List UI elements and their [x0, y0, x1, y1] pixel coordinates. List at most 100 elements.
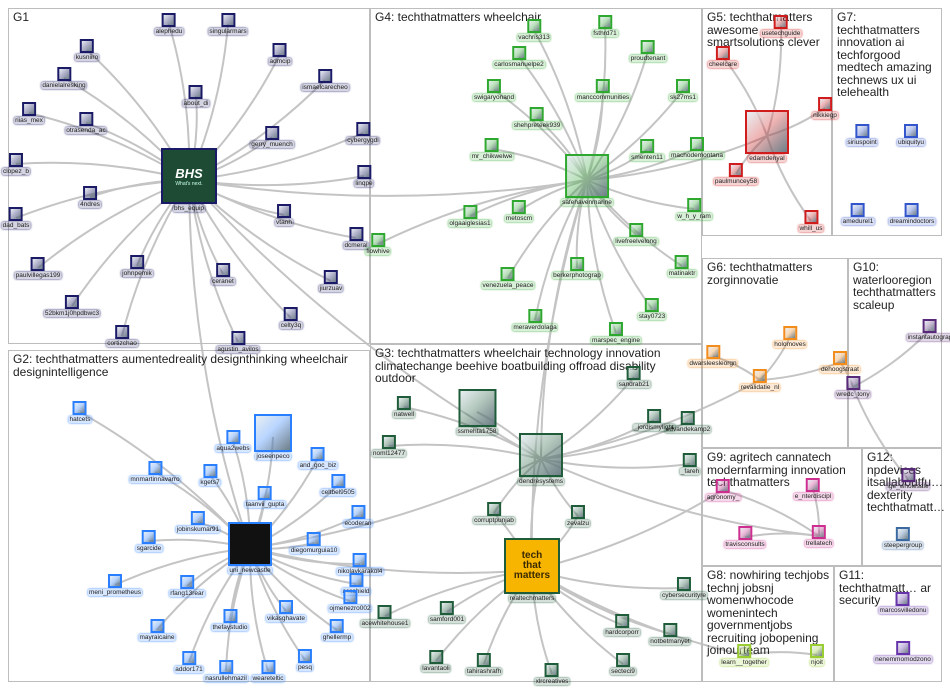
- node-riias_mex[interactable]: riias_mex: [14, 102, 44, 124]
- node-edamdenyal[interactable]: edamdenyal: [745, 110, 789, 162]
- node-w_h_y_ram[interactable]: w_h_y_ram: [676, 198, 712, 220]
- node-meraverdolaga[interactable]: meraverdolaga: [512, 309, 558, 331]
- node-acewhitehouse1[interactable]: acewhitehouse1: [360, 605, 410, 627]
- node-pesq[interactable]: pesq: [296, 649, 314, 671]
- node-paulvillegas199[interactable]: paulvillegas199: [14, 257, 62, 279]
- node-marcosvilledonu[interactable]: marcosvilledonu: [878, 592, 928, 614]
- node-thefaystudio[interactable]: thefaystudio: [211, 609, 249, 631]
- node-amedurel1[interactable]: amedurel1: [841, 203, 875, 225]
- node-hatcets[interactable]: hatcets: [68, 401, 92, 423]
- node-dehoogstraat[interactable]: dehoogstraat: [820, 351, 860, 373]
- node-dwarsleesleorgn[interactable]: dwarsleesleorgn: [688, 345, 738, 367]
- node-venezuela_peace[interactable]: venezuela_peace: [481, 267, 535, 289]
- node-ecoderan[interactable]: ecoderan: [343, 505, 373, 527]
- node-johnpemik[interactable]: johnpemik: [121, 255, 153, 277]
- node-swigaryonand[interactable]: swigaryonand: [472, 79, 516, 101]
- node-celtbel9505[interactable]: celtbel9505: [320, 474, 356, 496]
- node-nikolaykarakol4[interactable]: nikolaykarakol4: [336, 553, 384, 575]
- node-cybergygdl[interactable]: cybergygdl: [346, 122, 380, 144]
- node-steepergroup[interactable]: steepergroup: [882, 527, 924, 549]
- node-diegomurguia10[interactable]: diegomurguia10: [289, 532, 339, 554]
- node-samford001[interactable]: samford001: [428, 601, 466, 623]
- node-njoit[interactable]: njoit: [810, 644, 824, 666]
- node-carlosmanuelpe2[interactable]: carlosmanuelpe2: [493, 46, 545, 68]
- node-uni_newcastle[interactable]: uni_newcastle: [228, 522, 272, 574]
- node-danielalresking[interactable]: danielalresking: [41, 67, 87, 89]
- node-notbetmanyet[interactable]: notbetmanyet: [649, 623, 691, 645]
- node-about_di[interactable]: about_di: [182, 85, 210, 107]
- node-lavantaoli[interactable]: lavantaoli: [421, 650, 451, 672]
- node-manccommunities[interactable]: manccommunities: [575, 79, 631, 101]
- node-xlrcreatives[interactable]: xlrcreatives: [534, 663, 570, 685]
- node-whill_us[interactable]: whill_us: [798, 210, 824, 232]
- node-cheelcare[interactable]: cheelcare: [707, 46, 739, 68]
- node-travisconsults[interactable]: travisconsults: [724, 526, 766, 548]
- node-clopez_b[interactable]: clopez_b: [1, 153, 31, 175]
- node-ubiquityu[interactable]: ubiquityu: [896, 124, 926, 146]
- node-hardcorporr[interactable]: hardcorporr: [604, 614, 640, 636]
- node-4ndres[interactable]: 4ndres: [79, 186, 101, 208]
- node-weareteltic[interactable]: weareteltic: [251, 660, 285, 682]
- node-rfang13rear[interactable]: rfang13rear: [169, 575, 205, 597]
- node-secteci9[interactable]: secteci9: [610, 653, 636, 675]
- node-flowhive[interactable]: flowhive: [365, 233, 391, 255]
- node-ige_wholesale[interactable]: ige_wholesale: [886, 468, 930, 490]
- node-edvandekamp2[interactable]: edvandekamp2: [664, 411, 712, 433]
- node-machodemontana[interactable]: machodemontana: [669, 137, 725, 159]
- node-marspec_engine[interactable]: marspec_engine: [590, 322, 642, 344]
- node-ismaelcarecheo[interactable]: ismaelcarecheo: [301, 69, 349, 91]
- node-cortizchao[interactable]: cortizchao: [106, 325, 138, 347]
- node-_jordismylight[interactable]: _jordismylight: [633, 409, 675, 431]
- node-mayraicaine[interactable]: mayraicaine: [138, 619, 176, 641]
- node-nenemmomodzono[interactable]: nenemmomodzono: [874, 641, 932, 663]
- node-dreamindoctors[interactable]: dreamindoctors: [888, 203, 936, 225]
- node-mnmartinnavarro[interactable]: mnmartinnavarro: [129, 461, 181, 483]
- node-learn__together[interactable]: learn__together: [720, 644, 768, 666]
- node-meni_prometheus[interactable]: meni_prometheus: [87, 574, 143, 596]
- node-ghellermp[interactable]: ghellermp: [321, 619, 353, 641]
- node-olgaaiglesias1[interactable]: olgaaiglesias1: [448, 205, 492, 227]
- node-kgets7[interactable]: kgets7: [199, 464, 221, 486]
- node-siriuspoint[interactable]: siriuspoint: [846, 124, 878, 146]
- node-cybersecurityre[interactable]: cybersecurityre: [660, 577, 708, 599]
- node-safehavenmarine[interactable]: safehavenmarine: [561, 154, 613, 206]
- node-singularmars[interactable]: singularmars: [208, 13, 248, 35]
- node-addor171[interactable]: addor171: [174, 651, 204, 673]
- node-jiurzuav[interactable]: jiurzuav: [318, 270, 344, 292]
- node-dcmeral[interactable]: dcmeral: [343, 227, 369, 249]
- node-sandrab21[interactable]: sandrab21: [617, 366, 651, 388]
- node-wredc_tony[interactable]: wredc_tony: [835, 376, 871, 398]
- node-taanvii_gupta[interactable]: taanvii_gupta: [244, 486, 286, 508]
- node-aqua2webs[interactable]: aqua2webs: [215, 430, 251, 452]
- node-kusniiro[interactable]: kusniiro: [74, 39, 100, 61]
- node-and_goc_biz[interactable]: and_goc_biz: [298, 447, 338, 469]
- node-proudtenant[interactable]: proudtenant: [629, 40, 667, 62]
- node-trellatech[interactable]: trellatech: [804, 525, 834, 547]
- node-e_nterdiscipl[interactable]: e_nterdiscipl: [793, 478, 833, 500]
- node-52bkm1j0hpdbwc3[interactable]: 52bkm1j0hpdbwc3: [43, 295, 101, 317]
- node-mr_chikwelwe[interactable]: mr_chikwelwe: [470, 138, 514, 160]
- node-zevalzu[interactable]: zevalzu: [565, 505, 591, 527]
- node-celty3q[interactable]: celty3q: [279, 307, 303, 329]
- node-gerry_muench[interactable]: gerry_muench: [250, 126, 294, 148]
- node-vachris313[interactable]: vachris313: [517, 19, 551, 41]
- node-nikkiegp[interactable]: nikkiegp: [812, 97, 838, 119]
- node-sgarcide[interactable]: sgarcide: [135, 530, 163, 552]
- node-alephedu[interactable]: alephedu: [154, 13, 184, 35]
- node-smenten11[interactable]: smenten11: [630, 139, 664, 161]
- node-dendresystems[interactable]: dendresystems: [517, 433, 565, 485]
- node-_fareh[interactable]: _fareh: [679, 453, 701, 475]
- node-sk27ms1[interactable]: sk27ms1: [668, 79, 698, 101]
- node-vikasghavate[interactable]: vikasghavate: [266, 600, 306, 622]
- node-paulmuncey58[interactable]: paulmuncey58: [713, 163, 759, 185]
- node-berkerphotograp[interactable]: berkerphotograp: [552, 257, 602, 279]
- node-livefreelvelong[interactable]: livefreelvelong: [614, 223, 658, 245]
- node-ojmenezro002[interactable]: ojmenezro002: [328, 590, 372, 612]
- node-ceranet[interactable]: ceranet: [211, 263, 235, 285]
- node-revalidatie_nl[interactable]: revalidatie_nl: [739, 369, 781, 391]
- node-holomoves[interactable]: holomoves: [773, 326, 807, 348]
- node-jobinskumar91[interactable]: jobinskumar91: [175, 511, 221, 533]
- node-tahirashrafh[interactable]: tahirashrafh: [465, 653, 503, 675]
